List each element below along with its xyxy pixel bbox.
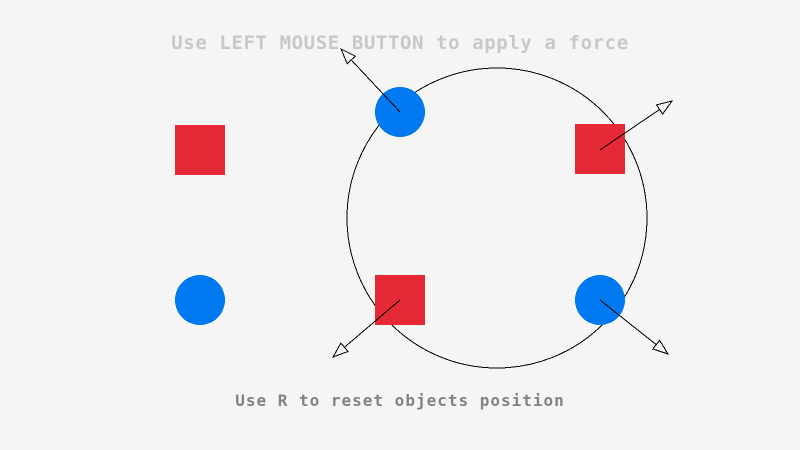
boundary-circle [346, 67, 648, 369]
force-arrow-head [340, 47, 357, 65]
force-arrow-line [599, 299, 657, 346]
physics-ball[interactable] [175, 275, 225, 325]
physics-box[interactable] [575, 124, 625, 174]
force-arrow-line [599, 109, 660, 151]
force-arrow-head [331, 342, 349, 358]
force-arrow-head [651, 339, 670, 355]
physics-box[interactable] [175, 125, 225, 175]
force-arrow-head [655, 100, 674, 115]
force-arrow-line [344, 299, 401, 348]
force-arrow-line [350, 59, 401, 113]
